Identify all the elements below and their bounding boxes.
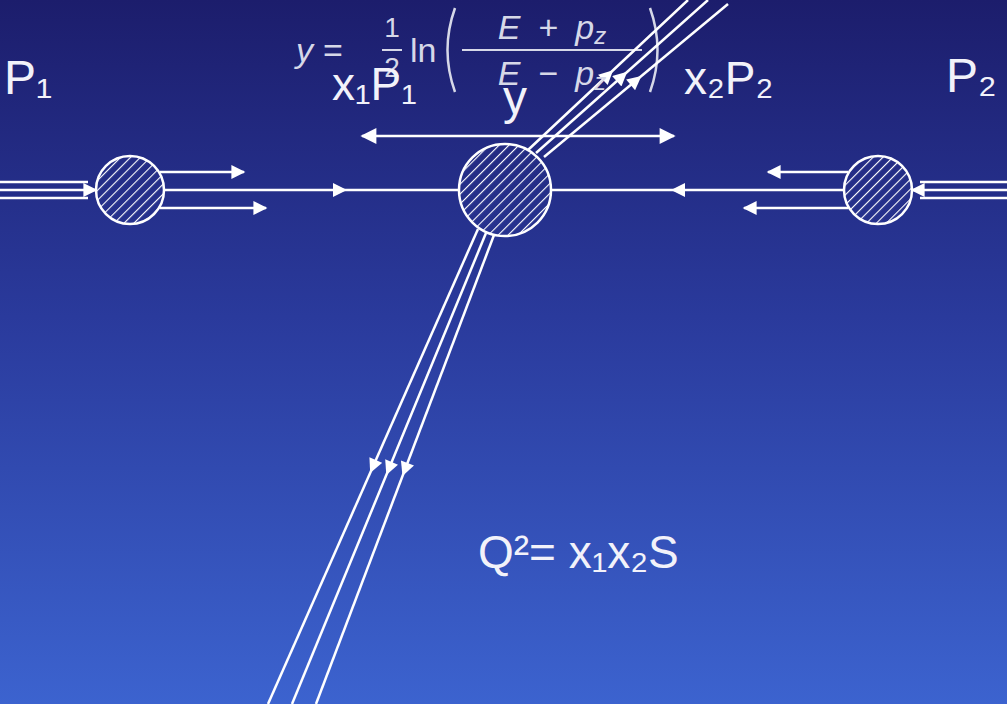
proton-blob — [96, 156, 164, 224]
parton-label: x₂P₂ — [684, 52, 773, 105]
proton-line — [920, 181, 1007, 184]
parton-line — [160, 207, 266, 210]
parton-line — [551, 189, 844, 192]
scale-label: Q²= x₁x₂S — [478, 526, 679, 579]
proton-label: P₁ — [4, 50, 52, 105]
formula-text: E + p — [498, 10, 594, 44]
parton-line — [160, 171, 244, 174]
rapidity-arrow — [362, 135, 674, 138]
fraction-bar — [382, 49, 402, 51]
hard-scatter-blob — [459, 144, 551, 236]
formula-subscript: z — [594, 70, 606, 94]
formula-text: 1 — [384, 14, 400, 42]
proton-line — [0, 181, 88, 184]
parton-line — [744, 207, 848, 210]
proton-blob — [844, 156, 912, 224]
proton-label: P₂ — [946, 48, 997, 103]
formula-subscript: z — [594, 24, 606, 48]
jet-line — [316, 235, 494, 704]
jet-line — [292, 233, 486, 704]
fraction-bar — [462, 49, 642, 51]
proton-line — [0, 197, 88, 200]
proton-line — [0, 189, 96, 192]
proton-line — [920, 197, 1007, 200]
jet-line — [268, 229, 478, 704]
proton-line — [912, 189, 1007, 192]
rapidity-label: y — [503, 70, 527, 125]
parton-line — [768, 171, 848, 174]
parenthesis — [448, 8, 456, 92]
parton-label: x₁P₁ — [332, 58, 417, 111]
parton-line — [164, 189, 459, 192]
